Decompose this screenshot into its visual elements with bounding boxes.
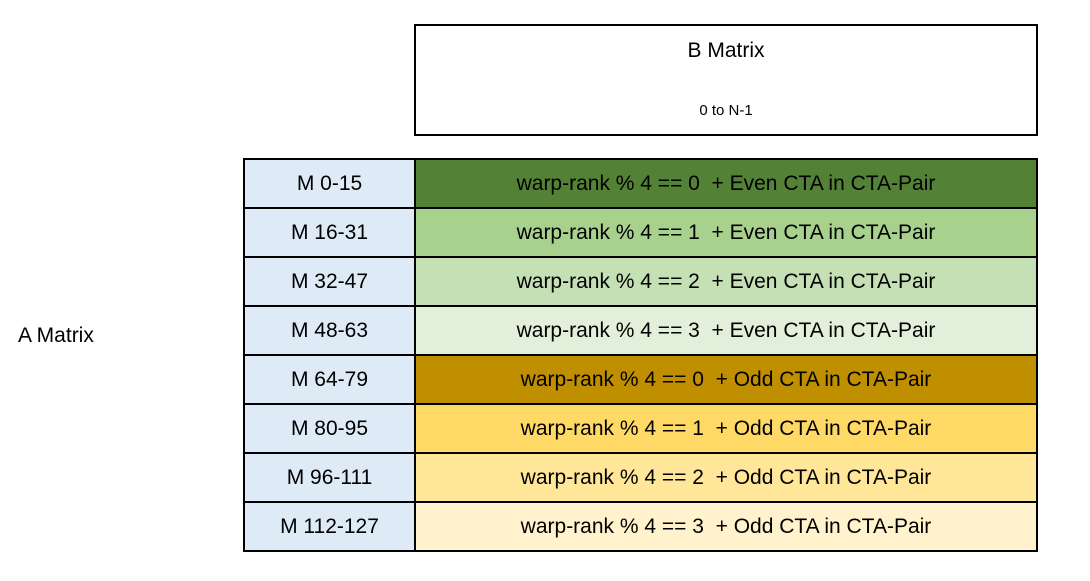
- table-row: M 96-111 warp-rank % 4 == 2 + Odd CTA in…: [243, 452, 1038, 503]
- m-range-cell: M 80-95: [243, 403, 416, 454]
- table-row: M 112-127 warp-rank % 4 == 3 + Odd CTA i…: [243, 501, 1038, 552]
- warp-rule-cell: warp-rank % 4 == 1 + Even CTA in CTA-Pai…: [414, 207, 1038, 258]
- m-range-cell: M 64-79: [243, 354, 416, 405]
- warp-rule-cell: warp-rank % 4 == 2 + Odd CTA in CTA-Pair: [414, 452, 1038, 503]
- table-row: M 64-79 warp-rank % 4 == 0 + Odd CTA in …: [243, 354, 1038, 405]
- warp-rule-cell: warp-rank % 4 == 0 + Even CTA in CTA-Pai…: [414, 158, 1038, 209]
- b-matrix-box: B Matrix 0 to N-1: [414, 24, 1038, 136]
- warp-rule-cell: warp-rank % 4 == 3 + Even CTA in CTA-Pai…: [414, 305, 1038, 356]
- table-row: M 16-31 warp-rank % 4 == 1 + Even CTA in…: [243, 207, 1038, 258]
- warp-rule-cell: warp-rank % 4 == 2 + Even CTA in CTA-Pai…: [414, 256, 1038, 307]
- table-row: M 80-95 warp-rank % 4 == 1 + Odd CTA in …: [243, 403, 1038, 454]
- b-matrix-title: B Matrix: [687, 39, 765, 62]
- m-range-cell: M 32-47: [243, 256, 416, 307]
- warp-rule-cell: warp-rank % 4 == 3 + Odd CTA in CTA-Pair: [414, 501, 1038, 552]
- table-row: M 48-63 warp-rank % 4 == 3 + Even CTA in…: [243, 305, 1038, 356]
- table-row: M 32-47 warp-rank % 4 == 2 + Even CTA in…: [243, 256, 1038, 307]
- warp-rule-cell: warp-rank % 4 == 1 + Odd CTA in CTA-Pair: [414, 403, 1038, 454]
- m-range-cell: M 16-31: [243, 207, 416, 258]
- warp-rule-cell: warp-rank % 4 == 0 + Odd CTA in CTA-Pair: [414, 354, 1038, 405]
- m-range-cell: M 112-127: [243, 501, 416, 552]
- a-matrix-label: A Matrix: [18, 324, 94, 347]
- m-range-cell: M 96-111: [243, 452, 416, 503]
- b-matrix-range: 0 to N-1: [699, 101, 753, 119]
- m-range-cell: M 48-63: [243, 305, 416, 356]
- m-range-cell: M 0-15: [243, 158, 416, 209]
- table-row: M 0-15 warp-rank % 4 == 0 + Even CTA in …: [243, 158, 1038, 209]
- warp-mapping-table: M 0-15 warp-rank % 4 == 0 + Even CTA in …: [243, 158, 1038, 552]
